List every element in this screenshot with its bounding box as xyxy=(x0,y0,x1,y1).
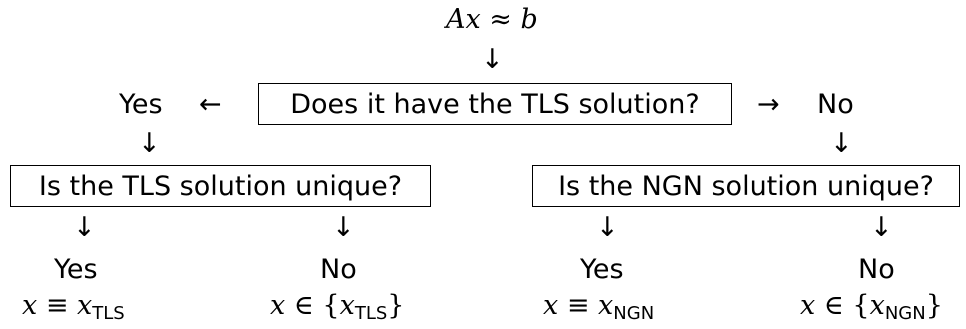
tls-no-open: { xyxy=(322,290,340,321)
ngn-no-sym: x xyxy=(869,290,885,321)
ngn-no-close: } xyxy=(925,290,943,321)
question-tls-text: Is the TLS solution unique? xyxy=(38,170,403,202)
tls-yes-sym: x xyxy=(77,290,93,321)
question-ngn-text: Is the NGN solution unique? xyxy=(558,170,934,202)
arrow-down-no: ↓ xyxy=(830,128,853,159)
question-main-box: Does it have the TLS solution? xyxy=(258,83,732,125)
tls-no-rel: ∈ xyxy=(293,290,314,321)
arrow-down-ngn-yes: ↓ xyxy=(596,212,619,243)
arrow-left: ← xyxy=(199,89,222,120)
question-tls-box: Is the TLS solution unique? xyxy=(10,165,431,207)
tls-no-sym: x xyxy=(339,290,355,321)
arrow-down-root: ↓ xyxy=(481,44,504,75)
ngn-no-rel: ∈ xyxy=(823,290,844,321)
arrow-down-yes: ↓ xyxy=(138,128,161,159)
ngn-yes-rel: ≡ xyxy=(566,290,590,321)
ngn-no-var: x xyxy=(800,290,816,321)
ngn-yes-sym: x xyxy=(598,290,614,321)
tls-no-close: } xyxy=(387,290,405,321)
ngn-yes-label: Yes xyxy=(580,254,624,285)
root-equation: Ax ≈ b xyxy=(446,4,538,35)
tls-yes-rel: ≡ xyxy=(45,290,69,321)
tls-yes-var: x xyxy=(22,290,38,321)
ngn-no-result: x ∈ {xNGN} xyxy=(800,292,943,323)
tls-no-label: No xyxy=(320,254,357,285)
ngn-yes-result: x ≡ xNGN xyxy=(543,292,654,323)
arrow-down-ngn-no: ↓ xyxy=(870,212,893,243)
ngn-yes-sub: NGN xyxy=(613,303,655,324)
arrow-right: → xyxy=(757,89,780,120)
ngn-no-label: No xyxy=(858,254,895,285)
arrow-down-tls-yes: ↓ xyxy=(73,212,96,243)
branch-yes-label: Yes xyxy=(119,89,163,120)
tls-no-result: x ∈ {xTLS} xyxy=(270,292,404,323)
tls-yes-label: Yes xyxy=(54,254,98,285)
ngn-yes-var: x xyxy=(543,290,559,321)
tls-yes-sub: TLS xyxy=(92,303,125,324)
ngn-no-sub: NGN xyxy=(884,303,926,324)
question-main-text: Does it have the TLS solution? xyxy=(290,88,700,120)
tls-no-sub: TLS xyxy=(354,303,388,324)
branch-no-label: No xyxy=(817,89,854,120)
tls-no-var: x xyxy=(270,290,286,321)
ngn-no-open: { xyxy=(852,290,870,321)
arrow-down-tls-no: ↓ xyxy=(332,212,355,243)
tls-yes-result: x ≡ xTLS xyxy=(22,292,125,323)
question-ngn-box: Is the NGN solution unique? xyxy=(532,165,960,207)
